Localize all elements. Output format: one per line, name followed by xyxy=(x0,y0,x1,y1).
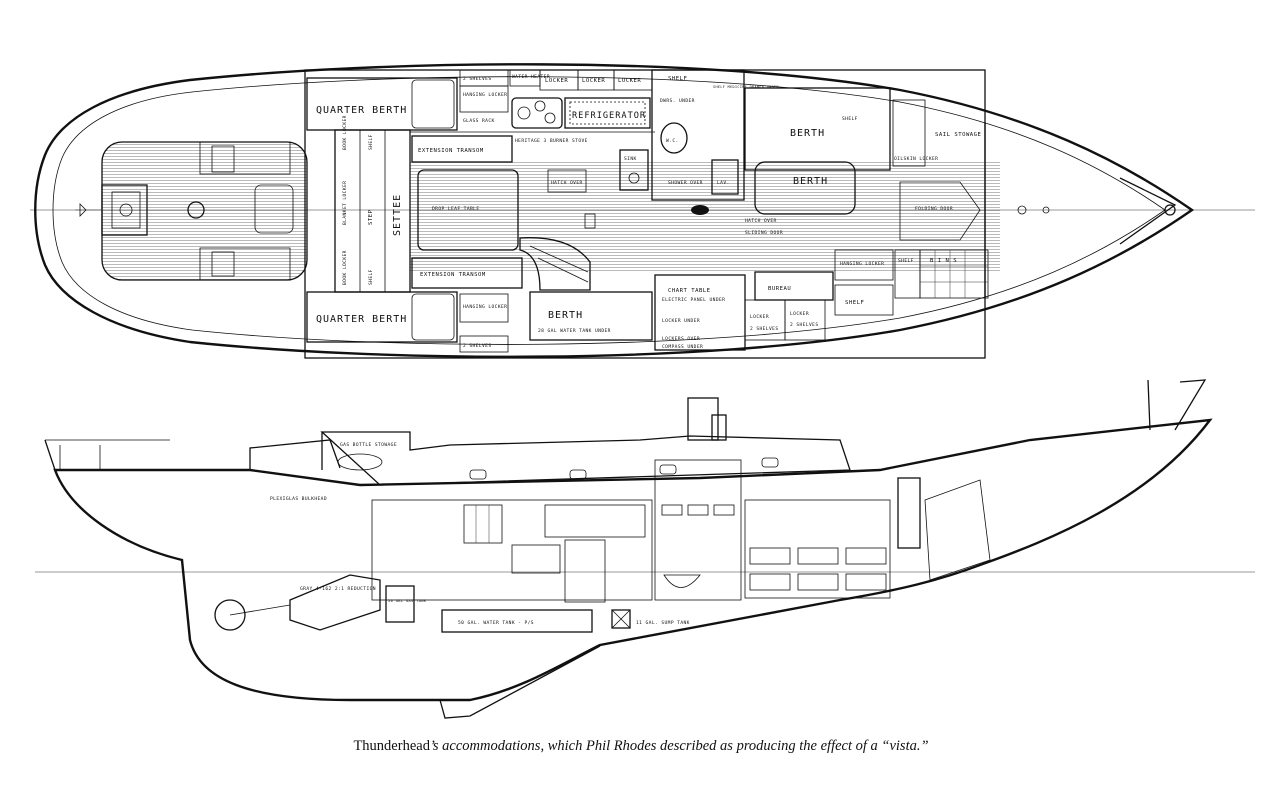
shelf-v2-label: SHELF xyxy=(368,269,374,285)
quarter-berth-upper xyxy=(306,77,458,131)
water-tank-label: 50 GAL. WATER TANK - P/S xyxy=(458,620,534,626)
steering-wheel xyxy=(187,201,205,219)
settee-label: SETTEE xyxy=(392,194,403,236)
hatch-over-label: HATCH OVER xyxy=(551,180,583,186)
caption-text: ’s accommodations, which Phil Rhodes des… xyxy=(429,738,929,754)
shelf-v1-label: SHELF xyxy=(368,134,374,150)
companionway-stairs xyxy=(519,237,591,291)
locker-3-label: LOCKER xyxy=(618,78,641,84)
sail-stowage-label: SAIL STOWAGE xyxy=(935,132,982,138)
oilskin-locker-label: OILSKIN LOCKER xyxy=(894,156,938,162)
shelf-fwd-label: SHELF xyxy=(845,300,864,306)
extension-transom-lower-label: EXTENSION TRANSOM xyxy=(420,272,486,278)
plan-view: QUARTER BERTH QUARTER BERTH 2 SHELVES WA… xyxy=(30,63,1255,359)
berth-upper xyxy=(744,87,891,171)
electric-panel-label: ELECTRIC PANEL UNDER xyxy=(662,297,725,303)
folding-door-label: FOLDING DOOR xyxy=(915,206,953,212)
shelf-berth-label: SHELF xyxy=(842,116,858,122)
step-label: STEP xyxy=(368,209,374,225)
sliding-door-label: SLIDING DOOR xyxy=(745,230,783,236)
locker-b1-label: LOCKER xyxy=(750,314,769,320)
hanging-locker-upper-label: HANGING LOCKER xyxy=(463,92,507,98)
propeller xyxy=(214,599,246,631)
lav-label: LAV. xyxy=(717,180,730,186)
water-heater-label: WATER HEATER xyxy=(512,74,550,80)
quarter-berth-lower-label: QUARTER BERTH xyxy=(316,314,407,325)
shelf-head-label: SHELF xyxy=(668,76,687,82)
drop-leaf-table xyxy=(417,169,519,251)
keel xyxy=(439,645,601,719)
sump-tank-label: 11 GAL. SUMP TANK xyxy=(636,620,690,626)
shelves-lower-label: 2 SHELVES xyxy=(463,343,492,349)
berth-lower-label: BERTH xyxy=(548,310,583,321)
cabin-sole xyxy=(410,160,1000,272)
berth-mid-label: BERTH xyxy=(793,176,828,187)
profile-view: GAS BOTTLE STOWAGE PLEXIGLAS BULKHEAD GR… xyxy=(35,379,1255,719)
dwrs-under-label: DWRS. UNDER xyxy=(660,98,695,104)
engine xyxy=(289,574,381,631)
sink-label: SINK xyxy=(624,156,637,162)
lav-basin xyxy=(711,159,739,195)
book-locker-lower-label: BOOK LOCKER xyxy=(342,250,348,285)
wc-label: W.C. xyxy=(666,138,679,144)
glass-rack-label: GLASS RACK xyxy=(463,118,495,124)
caption-boat-name: Thunderhead xyxy=(353,738,430,754)
shelf-fwd2-label: SHELF xyxy=(898,258,914,264)
extension-transom-upper-label: EXTENSION TRANSOM xyxy=(418,148,484,154)
hanging-locker-lower-label: HANGING LOCKER xyxy=(463,304,507,310)
gray-marine-label: GRAY 4-162 2:1 REDUCTION xyxy=(300,586,376,592)
water-tank-under-label: 28 GAL WATER TANK UNDER xyxy=(538,328,611,334)
refrigerator xyxy=(564,97,651,129)
toilet xyxy=(660,122,688,154)
figure-caption: Thunderhead’s accommodations, which Phil… xyxy=(0,738,1282,755)
bins-label: B I N S xyxy=(930,258,957,264)
blanket-locker-label: BLANKET LOCKER xyxy=(342,181,348,225)
chart-table-label: CHART TABLE xyxy=(668,288,711,294)
head-compartment xyxy=(651,69,745,201)
stove xyxy=(511,97,563,129)
compass-under-label: COMPASS UNDER xyxy=(662,344,703,350)
hanging-locker-fwd-label: HANGING LOCKER xyxy=(840,261,884,267)
mast-step xyxy=(691,205,709,215)
shower-over-label: SHOWER OVER xyxy=(668,180,703,186)
cockpit-seat-lower xyxy=(199,247,291,281)
profile-hull xyxy=(53,418,1213,702)
cockpit-hatch xyxy=(254,184,294,234)
gas-bottle-label: GAS BOTTLE STOWAGE xyxy=(340,442,397,448)
gas-tank-label: 56 GAL GAS TANK xyxy=(388,599,427,603)
refrigerator-label: REFRIGERATOR xyxy=(572,111,646,121)
hatch-over-fwd-label: HATCH OVER xyxy=(745,218,777,224)
berth-upper-label: BERTH xyxy=(790,128,825,139)
stove-label: HERITAGE 3 BURNER STOVE xyxy=(515,138,588,144)
plan-hull-outline xyxy=(34,63,1195,358)
locker-b2-label: LOCKER xyxy=(790,311,809,317)
shelf-medicine-label: SHELF MEDICINE DRAWER UNDER xyxy=(713,85,779,89)
bureau-label: BUREAU xyxy=(768,286,791,292)
plexiglas-label: PLEXIGLAS BULKHEAD xyxy=(270,496,327,502)
berth-mid xyxy=(754,161,856,215)
locker-under-label: LOCKER UNDER xyxy=(662,318,700,324)
winch-block-lower xyxy=(211,251,235,277)
bow-pulpit xyxy=(1119,177,1177,245)
locker-2-label: LOCKER xyxy=(582,78,605,84)
deckhouse xyxy=(320,431,851,486)
book-locker-upper-label: BOOK LOCKER xyxy=(342,115,348,150)
quarter-berth-upper-label: QUARTER BERTH xyxy=(316,105,407,116)
galley-sink xyxy=(619,149,649,191)
lockers-over-label: LOCKERS OVER xyxy=(662,336,700,342)
locker-1-label: LOCKER xyxy=(545,78,568,84)
shelves-b2-label: 2 SHELVES xyxy=(790,322,819,328)
berth-lower xyxy=(529,291,653,341)
cockpit-seat-upper xyxy=(199,141,291,175)
shelves-upper-label: 2 SHELVES xyxy=(463,76,492,82)
shelves-b1-label: 2 SHELVES xyxy=(750,326,779,332)
drop-leaf-table-label: DROP LEAF TABLE xyxy=(432,206,480,212)
winch-block-upper xyxy=(211,145,235,173)
